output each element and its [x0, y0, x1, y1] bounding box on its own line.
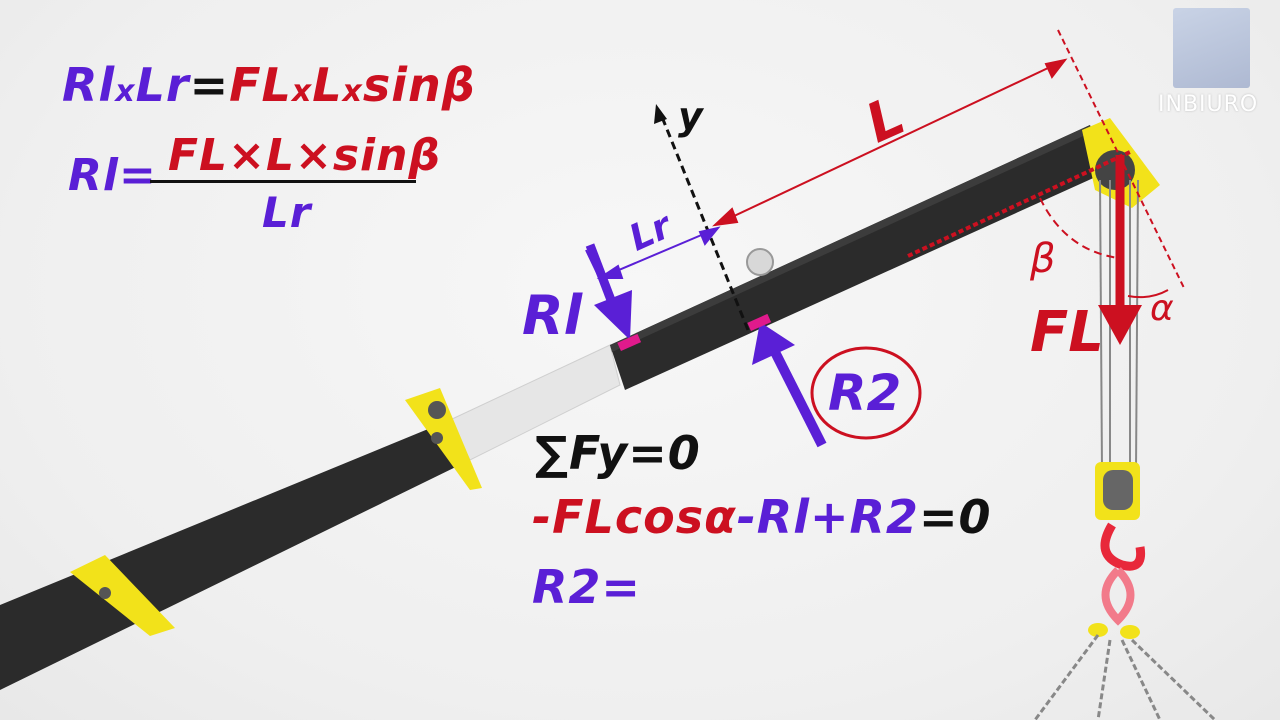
equation-force-balance: -FLcosα-Rl+R2=0 — [532, 490, 992, 544]
force-R1-arrow — [585, 243, 632, 340]
force-R2-arrow — [752, 322, 827, 448]
fraction-bar — [150, 180, 416, 183]
alpha-angle-arc — [1127, 289, 1169, 299]
label-beta: β — [1030, 236, 1056, 282]
boom-upper-section — [610, 125, 1100, 390]
label-FL: FL — [1030, 300, 1104, 365]
eq1-times3: x — [342, 74, 363, 109]
equation-r1-denominator: Lr — [262, 188, 312, 237]
equation-moment-balance: RlxLr=FLxLxsinβ — [62, 58, 476, 112]
boom-roller — [746, 248, 774, 276]
label-y: y — [678, 94, 703, 138]
eq1-r1: Rl — [62, 58, 116, 112]
eq1-fl: FL — [229, 58, 292, 112]
boom-bracket-left — [70, 555, 175, 636]
boom-bracket-middle — [405, 388, 482, 490]
R2-highlight-circle — [810, 346, 922, 440]
equation-r2-result: R2= — [532, 560, 641, 614]
force-FL-arrow — [1098, 155, 1142, 345]
eq1-times1: x — [115, 74, 136, 109]
brand-logo-text: INBIURO — [1158, 92, 1259, 117]
R1-contact-pad — [617, 333, 642, 352]
R2-contact-pad — [747, 313, 772, 332]
eq1-l: L — [312, 58, 343, 112]
boom-reference-line — [907, 150, 1131, 258]
y-axis — [654, 104, 750, 331]
equation-sum-fy: ∑Fy=0 — [535, 426, 701, 480]
label-alpha: α — [1150, 288, 1174, 329]
eq4-r1-r2: -Rl+R2 — [736, 490, 919, 544]
eq1-lr: Lr — [135, 58, 190, 112]
chains — [1033, 634, 1217, 720]
eq1-sin: sinβ — [362, 58, 476, 112]
equation-r1-numerator: FL×L×sinβ — [168, 130, 441, 181]
eq4-fl-cos: -FLcosα — [532, 490, 737, 544]
hook-block — [1088, 462, 1146, 639]
eq4-zero: =0 — [918, 490, 992, 544]
eq1-equals: = — [189, 58, 230, 112]
eq1-times2: x — [291, 74, 313, 109]
label-R2: R2 — [828, 364, 902, 422]
label-R1: Rl — [522, 284, 583, 347]
boom-lower-section — [0, 420, 470, 690]
equation-r1-lhs: Rl= — [68, 150, 157, 201]
brand-logo-icon — [1173, 8, 1250, 88]
beta-angle-arc — [1039, 197, 1119, 259]
